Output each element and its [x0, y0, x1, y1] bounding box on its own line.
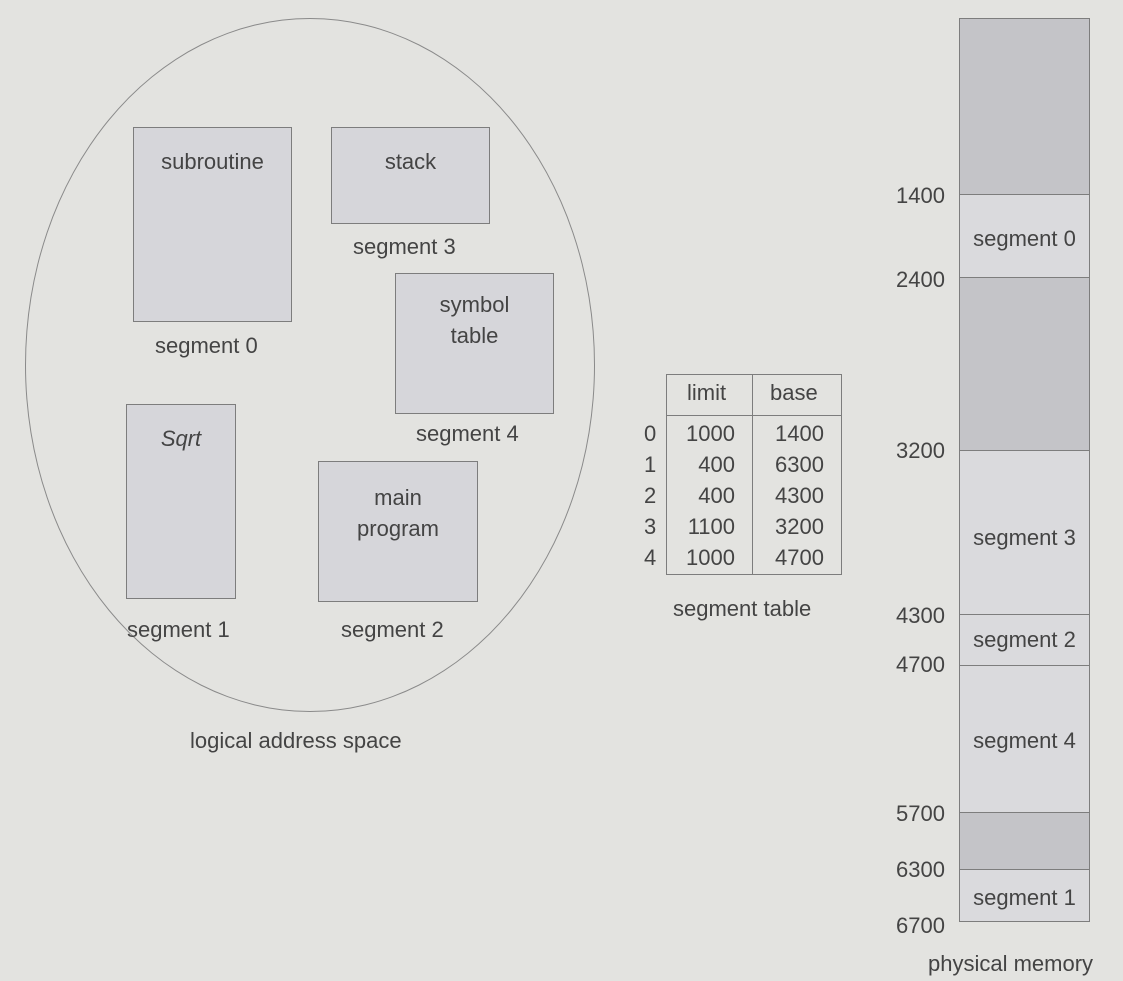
row-index-0: 0 — [644, 421, 657, 446]
address-5700: 5700 — [896, 801, 945, 826]
base-cell-2: 4300 — [775, 483, 824, 508]
symbol-table-text-line1: symbol — [439, 292, 510, 317]
row-index-3: 3 — [644, 514, 657, 539]
limit-cell-2: 400 — [698, 483, 735, 508]
segment-2-label: segment 2 — [341, 617, 444, 642]
symbol-table-box: symbol table — [395, 273, 554, 414]
main-program-text-line2: program — [357, 516, 439, 541]
memory-segment-4 — [960, 665, 1089, 812]
address-1400: 1400 — [896, 183, 945, 208]
memory-segment-0-label: segment 0 — [973, 226, 1076, 251]
base-cell-4: 4700 — [775, 545, 824, 570]
free-block-top — [960, 19, 1089, 194]
memory-segment-1-label: segment 1 — [973, 885, 1076, 910]
memory-segment-1 — [960, 869, 1089, 921]
limit-cell-0: 1000 — [686, 421, 735, 446]
base-header: base — [770, 380, 818, 405]
address-4700: 4700 — [896, 652, 945, 677]
segment-3-label: segment 3 — [353, 234, 456, 259]
physical-memory-caption: physical memory — [928, 951, 1094, 976]
row-index-4: 4 — [644, 545, 657, 570]
logical-address-space-caption: logical address space — [190, 728, 402, 753]
limit-cell-3: 1100 — [687, 514, 735, 539]
memory-segment-2 — [960, 614, 1089, 665]
segment-1-label: segment 1 — [127, 617, 230, 642]
memory-segment-3 — [960, 450, 1089, 614]
subroutine-box: subroutine — [133, 127, 292, 322]
address-2400: 2400 — [896, 267, 945, 292]
free-block-middle — [960, 277, 1089, 450]
sqrt-text: Sqrt — [160, 426, 202, 451]
main-program-text-line1: main — [374, 485, 422, 510]
boundary-3200 — [960, 450, 1089, 451]
boundary-4300 — [960, 614, 1089, 615]
memory-segment-4-label: segment 4 — [973, 728, 1076, 753]
limit-cell-4: 1000 — [686, 545, 735, 570]
segment-4-label: segment 4 — [416, 421, 519, 446]
memory-segment-0 — [960, 194, 1089, 277]
row-index-1: 1 — [644, 452, 657, 477]
boundary-2400 — [960, 277, 1089, 278]
base-cell-3: 3200 — [775, 514, 824, 539]
main-program-box: main program — [318, 461, 478, 602]
address-3200: 3200 — [896, 438, 945, 463]
address-4300: 4300 — [896, 603, 945, 628]
address-6300: 6300 — [896, 857, 945, 882]
physical-memory: segment 0 segment 3 segment 2 segment 4 … — [959, 18, 1090, 922]
segment-table: limit base 1000 1400 400 6300 400 4300 1… — [666, 374, 842, 575]
symbol-table-text-line2: table — [450, 323, 499, 348]
segment-table-caption: segment table — [673, 596, 812, 621]
memory-segment-2-label: segment 2 — [973, 627, 1076, 652]
row-index-2: 2 — [644, 483, 657, 508]
segment-table-header-divider — [667, 415, 841, 416]
subroutine-text: subroutine — [161, 149, 264, 174]
free-block-lower — [960, 812, 1089, 869]
base-cell-1: 6300 — [775, 452, 824, 477]
segment-table-divider — [752, 375, 753, 574]
boundary-6300 — [960, 869, 1089, 870]
stack-text: stack — [384, 149, 437, 174]
boundary-1400 — [960, 194, 1089, 195]
boundary-4700 — [960, 665, 1089, 666]
memory-segment-3-label: segment 3 — [973, 525, 1076, 550]
segment-0-label: segment 0 — [155, 333, 258, 358]
logical-address-space-outline — [25, 18, 595, 712]
address-6700: 6700 — [896, 913, 945, 938]
stack-box: stack — [331, 127, 490, 224]
sqrt-box: Sqrt — [126, 404, 236, 599]
limit-cell-1: 400 — [698, 452, 735, 477]
base-cell-0: 1400 — [775, 421, 824, 446]
boundary-5700 — [960, 812, 1089, 813]
limit-header: limit — [687, 380, 727, 405]
